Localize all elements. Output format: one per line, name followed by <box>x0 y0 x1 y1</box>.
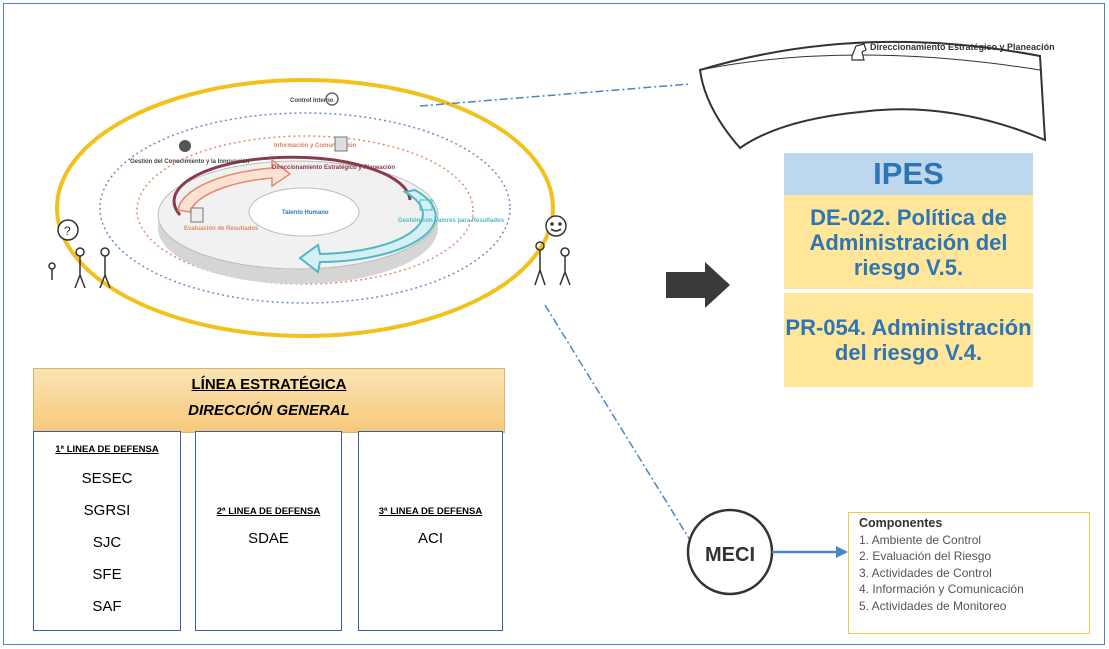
dotted-ring-outer <box>99 112 511 304</box>
svg-text:?: ? <box>64 224 71 238</box>
defense-line-2: 2ª LINEA DE DEFENSA SDAE <box>195 431 342 631</box>
informacion-label: Información y Comunicación <box>274 143 357 149</box>
defense-line-3-header: 3ª LINEA DE DEFENSA <box>378 506 483 517</box>
unit-item: SFE <box>92 566 122 583</box>
magnifier-icon <box>325 92 339 106</box>
evaluacion-label: Evaluación de Resultados <box>184 226 259 232</box>
connector-bottom <box>544 304 691 541</box>
big-arrow <box>666 262 730 308</box>
talento-label: Talento Humano <box>282 210 329 216</box>
people-right-icon <box>534 215 571 286</box>
dotted-ring-inner <box>136 135 474 285</box>
chart-icon <box>419 199 433 211</box>
defense-line-1-header: 1ª LINEA DE DEFENSA <box>55 444 159 455</box>
ipes-title: IPES <box>784 153 1033 195</box>
component-item: 4. Información y Comunicación <box>859 582 1024 596</box>
connector-top <box>419 83 691 107</box>
components-title: Componentes <box>859 516 943 530</box>
component-item: 1. Ambiente de Control <box>859 532 982 547</box>
control-interno-label: Control Interno <box>290 98 334 104</box>
people-left-icon: ? <box>48 219 111 289</box>
orange-arrow <box>177 158 292 213</box>
ipes-doc-procedure[interactable]: PR-054. Administración del riesgo V.4. <box>784 293 1033 387</box>
meci-label[interactable]: MECI <box>705 544 755 566</box>
ipes-doc-policy-text: DE-022. Política de Administración del r… <box>809 204 1008 280</box>
gestion-valores-label: Gestión con Valores para Resultados <box>398 218 505 224</box>
linea-title: LÍNEA ESTRATÉGICA <box>191 376 347 393</box>
component-item: 5. Actividades de Monitoreo <box>859 598 1007 613</box>
outer-ring <box>55 78 555 338</box>
inner-core <box>248 187 360 237</box>
unit-item: SGRSI <box>83 502 131 519</box>
curved-banner <box>698 40 1047 150</box>
defense-line-1: 1ª LINEA DE DEFENSA SESEC SGRSI SJC SFE … <box>33 431 181 631</box>
chess-knight-icon <box>851 43 867 61</box>
linea-subtitle: DIRECCIÓN GENERAL <box>188 402 350 419</box>
linea-estrategica-header: LÍNEA ESTRATÉGICA DIRECCIÓN GENERAL <box>33 368 505 433</box>
unit-item: ACI <box>417 530 443 547</box>
frame <box>3 3 1105 645</box>
meci-arrowhead <box>836 546 848 558</box>
unit-item: SDAE <box>248 530 289 547</box>
ipes-doc-policy[interactable]: DE-022. Política de Administración del r… <box>784 195 1033 289</box>
clipboard-icon <box>190 207 204 223</box>
person-icon <box>179 140 191 152</box>
unit-item: SJC <box>92 534 122 551</box>
document-icon <box>334 136 348 152</box>
unit-item: SESEC <box>81 470 133 487</box>
ipes-doc-procedure-text: PR-054. Administración del riesgo V.4. <box>785 315 1032 365</box>
banner-label: Direccionamiento Estratégico y Planeació… <box>870 42 1055 52</box>
unit-item: SAF <box>92 598 122 615</box>
direccionamiento-label: Direccionamiento Estratégico y Planeació… <box>272 165 395 171</box>
components-box: Componentes 1. Ambiente de Control 2. Ev… <box>848 512 1090 634</box>
teal-arrow <box>298 188 437 274</box>
component-item: 2. Evaluación del Riesgo <box>859 549 992 563</box>
component-item: 3. Actividades de Control <box>859 565 992 580</box>
gestion-conocimiento-label: Gestión del Conocimiento y la Innovación <box>130 159 250 165</box>
defense-line-2-header: 2ª LINEA DE DEFENSA <box>216 506 321 517</box>
defense-line-3: 3ª LINEA DE DEFENSA ACI <box>358 431 503 631</box>
banner-line1: Direccionamiento Estratégico y Planeació… <box>870 42 1055 52</box>
maroon-arrow-ring <box>172 155 412 216</box>
